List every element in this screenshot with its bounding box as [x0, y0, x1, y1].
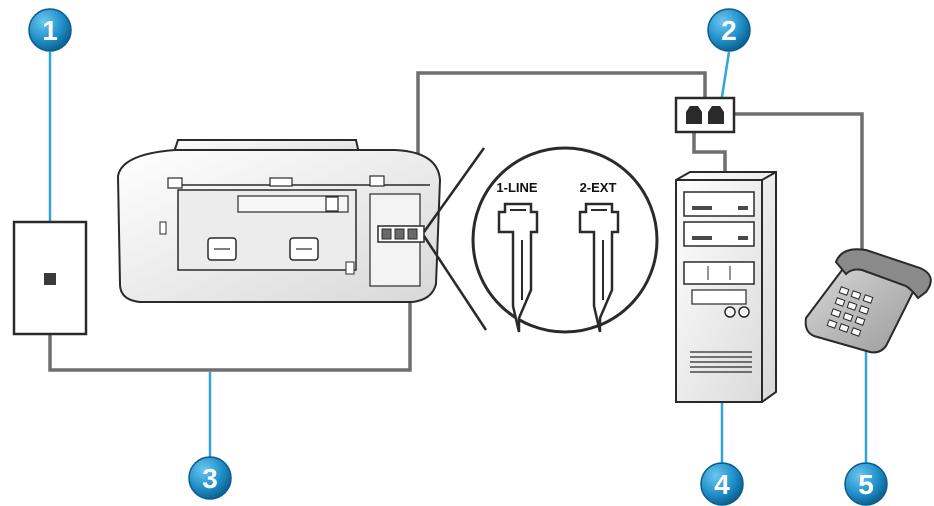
cable-splitter-to-computer: [692, 120, 727, 176]
leader-line-2: [719, 51, 731, 104]
port-zoom-callout: 1-LINE 2-EXT: [422, 146, 659, 334]
phone-port-icon: [497, 202, 620, 333]
callout-badge-4: 4: [700, 462, 744, 506]
callout-number-4: 4: [714, 469, 730, 500]
printer-icon: [116, 139, 442, 303]
callout-badge-2: 2: [707, 8, 751, 52]
callout-number-1: 1: [42, 15, 58, 46]
port-label-ext: 2-EXT: [580, 180, 617, 195]
callout-number-3: 3: [202, 463, 218, 494]
cable-splitter-to-phone: [716, 112, 864, 258]
callout-badge-3: 3: [188, 456, 232, 500]
callout-number-2: 2: [721, 15, 737, 46]
callout-number-5: 5: [858, 469, 874, 500]
splitter-icon: [674, 96, 736, 134]
callout-badge-5: 5: [844, 462, 888, 506]
computer-icon: [675, 171, 777, 403]
telephone-icon: [804, 248, 932, 354]
wall-jack-icon: [12, 220, 88, 336]
callout-badge-1: 1: [28, 8, 72, 52]
port-label-line: 1-LINE: [496, 180, 538, 195]
